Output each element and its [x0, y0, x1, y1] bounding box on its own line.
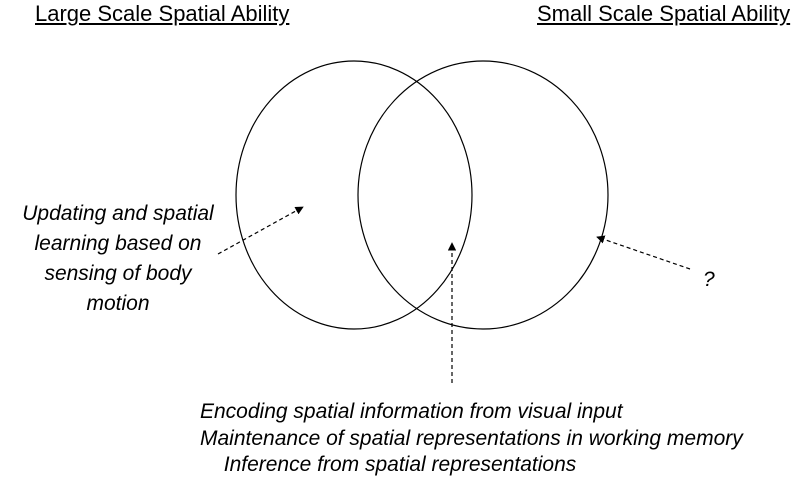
shared-line-3: Inference from spatial representations — [223, 453, 577, 476]
shared-line-1: Encoding spatial information from visual… — [200, 400, 623, 423]
small-scale-heading: Small Scale Spatial Ability — [537, 1, 791, 26]
large-scale-heading: Large Scale Spatial Ability — [35, 1, 290, 26]
unknown-arrow — [596, 235, 691, 270]
body-motion-line-1: Updating and spatial — [22, 202, 214, 225]
shared-abilities-note: Encoding spatial information from visual… — [200, 399, 743, 479]
shared-line-2: Maintenance of spatial representations i… — [200, 426, 743, 450]
body-motion-line-2: learning based on — [34, 232, 202, 255]
large-scale-circle — [235, 60, 473, 330]
body-motion-note: Updating and spatial learning based on s… — [0, 199, 236, 319]
body-motion-arrow — [217, 206, 304, 255]
body-motion-line-3: sensing of body — [44, 262, 192, 285]
small-scale-circle — [357, 60, 609, 330]
unknown-note: ? — [703, 268, 715, 291]
body-motion-line-4: motion — [86, 292, 150, 315]
